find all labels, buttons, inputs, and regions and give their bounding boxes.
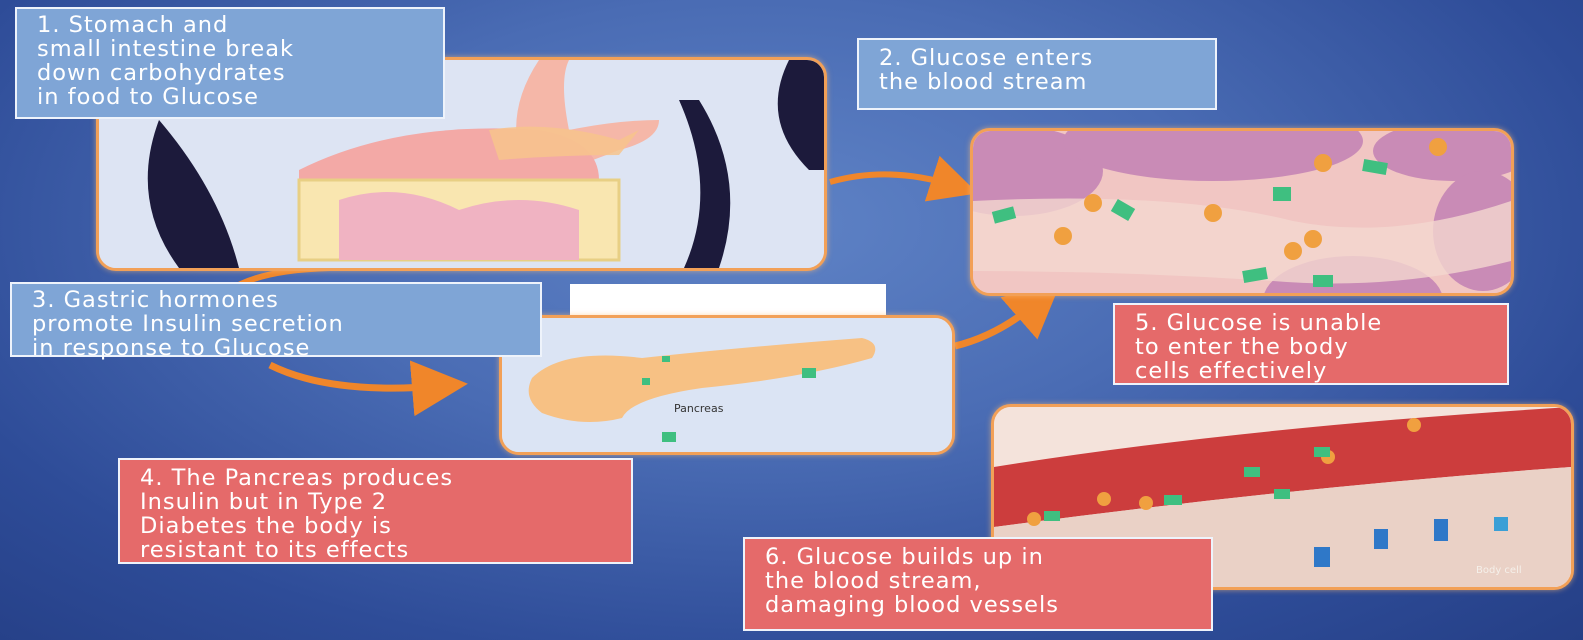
pancreas-panel-header-strip xyxy=(570,284,886,316)
glucose-dot xyxy=(1204,204,1222,222)
insulin-marker xyxy=(1313,275,1333,287)
insulin-receptor xyxy=(1374,529,1388,549)
insulin-marker xyxy=(1314,447,1330,457)
body-cell-label: Body cell xyxy=(1476,565,1522,576)
glucose-dot xyxy=(1407,418,1421,432)
glucose-dot xyxy=(1084,194,1102,212)
caption-step-2: 2. Glucose enters the blood stream xyxy=(857,38,1217,110)
glucose-dot xyxy=(1314,154,1332,172)
glucose-dot xyxy=(1054,227,1072,245)
arrow-step4-to-step5 xyxy=(955,300,1040,346)
caption-step-3: 3. Gastric hormones promote Insulin secr… xyxy=(10,282,542,357)
pancreas-panel: Pancreas xyxy=(499,315,955,455)
caption-step-6: 6. Glucose builds up in the blood stream… xyxy=(743,537,1213,631)
caption-step-1: 1. Stomach and small intestine break dow… xyxy=(15,7,445,119)
insulin-marker xyxy=(802,368,816,378)
insulin-marker xyxy=(662,432,676,442)
insulin-marker xyxy=(1164,495,1182,505)
caption-step-4: 4. The Pancreas produces Insulin but in … xyxy=(118,458,633,564)
insulin-receptor xyxy=(1434,519,1448,541)
insulin-marker xyxy=(642,378,650,385)
insulin-marker xyxy=(1044,511,1060,521)
blood-stream-panel xyxy=(970,128,1514,296)
insulin-marker xyxy=(1244,467,1260,477)
glucose-dot xyxy=(1097,492,1111,506)
blood-vessel-illustration xyxy=(973,131,1511,293)
insulin-marker xyxy=(1273,187,1291,201)
glucose-dot xyxy=(1027,512,1041,526)
glucose-dot xyxy=(1139,496,1153,510)
glucose-dot xyxy=(1304,230,1322,248)
pancreas-illustration xyxy=(502,318,952,452)
glucose-dot xyxy=(1429,138,1447,156)
arrow-step1-to-step2 xyxy=(830,174,955,186)
insulin-marker xyxy=(662,356,670,362)
glucose-dot xyxy=(1284,242,1302,260)
pancreas-label: Pancreas xyxy=(674,402,723,415)
insulin-receptor xyxy=(1314,547,1330,567)
arrow-step3-to-step4 xyxy=(270,365,440,388)
insulin-receptor xyxy=(1494,517,1508,531)
caption-step-5: 5. Glucose is unable to enter the body c… xyxy=(1113,303,1509,385)
insulin-marker xyxy=(1274,489,1290,499)
